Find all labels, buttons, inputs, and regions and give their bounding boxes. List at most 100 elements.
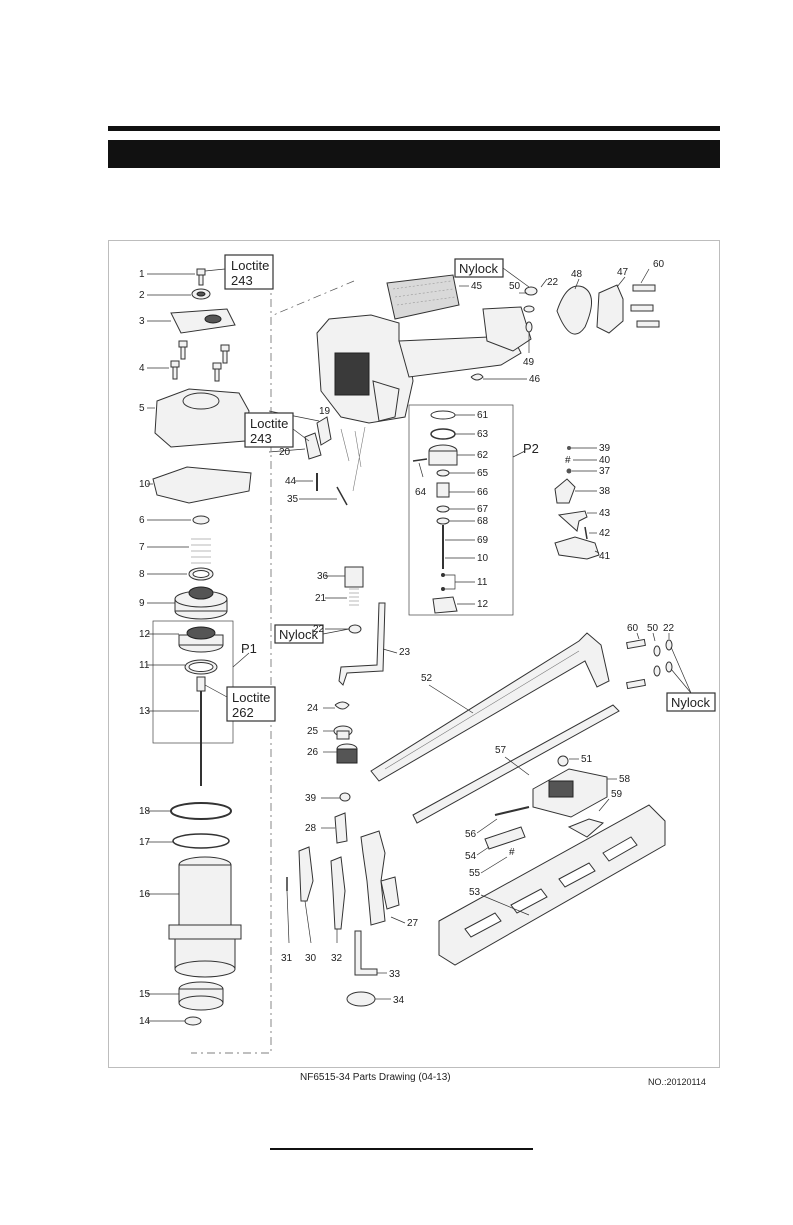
- group-label-p2: P2: [523, 441, 539, 456]
- part-numbers-p2: 61 63 62 65 64 66 67 68 69 10 11 12: [415, 410, 489, 610]
- part-number: 24: [307, 703, 319, 714]
- magazine-parts: #: [370, 632, 673, 966]
- part-number: 69: [477, 535, 489, 546]
- part-number: 43: [599, 508, 611, 519]
- svg-text:#: #: [565, 455, 571, 466]
- part-number: 26: [307, 747, 319, 758]
- p2-parts: [412, 410, 475, 614]
- nylock-top-label: Nylock: [459, 261, 499, 276]
- nylock-callout-right: Nylock: [666, 646, 716, 712]
- part-number: 56: [465, 829, 477, 840]
- part-number: 60: [653, 259, 665, 270]
- part-number: 19: [319, 406, 331, 417]
- right-small-parts: #: [554, 446, 600, 560]
- part-number: 52: [421, 673, 433, 684]
- nylock-right-label: Nylock: [671, 695, 711, 710]
- part-number: 44: [285, 476, 297, 487]
- part-number: 30: [305, 953, 317, 964]
- part-number: 22: [663, 623, 675, 634]
- part-number: 66: [477, 487, 489, 498]
- part-number: 28: [305, 823, 317, 834]
- part-number: 13: [139, 706, 151, 717]
- footer-rule: [270, 1148, 533, 1150]
- part-number: 45: [471, 281, 483, 292]
- part-number: 12: [477, 599, 489, 610]
- tool-body: [316, 306, 532, 492]
- loctite-262-line1: Loctite: [232, 690, 270, 705]
- part-number: 39: [305, 793, 317, 804]
- part-number: 23: [399, 647, 411, 658]
- part-number: 4: [139, 363, 145, 374]
- part-number: 47: [617, 267, 629, 278]
- part-number: 59: [611, 789, 623, 800]
- part-number: 48: [571, 269, 583, 280]
- part-number: 21: [315, 593, 327, 604]
- part-number: 60: [627, 623, 639, 634]
- loctite-callout-top: Loctite 243: [204, 254, 274, 290]
- loctite-callout-mid: Loctite 243: [244, 412, 310, 448]
- part-number: 3: [139, 316, 145, 327]
- part-number: 42: [599, 528, 611, 539]
- part-number: 31: [281, 953, 293, 964]
- nylock-mid-label: Nylock: [279, 627, 319, 642]
- part-number: 15: [139, 989, 151, 1000]
- part-number: 50: [647, 623, 659, 634]
- part-number: 7: [139, 542, 145, 553]
- part-number: 49: [523, 357, 535, 368]
- part-number: 22: [547, 277, 559, 288]
- part-number: 32: [331, 953, 343, 964]
- loctite-262-line2: 262: [232, 705, 254, 720]
- part-number: 14: [139, 1016, 151, 1027]
- part-number: 18: [139, 806, 151, 817]
- part-number: 41: [599, 551, 611, 562]
- nylock-callout-top: Nylock: [454, 258, 530, 288]
- axis-link: [270, 280, 355, 317]
- grip-part-45: [386, 274, 469, 320]
- part-number: 36: [317, 571, 329, 582]
- nylock-callout-mid: Nylock: [274, 624, 350, 644]
- part-number: 33: [389, 969, 401, 980]
- part-number: 64: [415, 487, 427, 498]
- group-label-p1: P1: [241, 641, 257, 656]
- part-number: 12: [139, 629, 151, 640]
- p1-group-box: [152, 620, 234, 744]
- left-axis-line: [191, 281, 272, 1054]
- part-number: 2: [139, 290, 145, 301]
- left-parts-column: [147, 268, 252, 1026]
- part-number: 50: [509, 281, 521, 292]
- loctite-243b-line1: Loctite: [250, 416, 288, 431]
- part-number: 54: [465, 851, 477, 862]
- loctite-callout-low: Loctite 262: [204, 684, 276, 722]
- part-number: 46: [529, 374, 541, 385]
- part-number: 38: [599, 486, 611, 497]
- part-number: 51: [581, 754, 593, 765]
- part-numbers-right-small: 39 40 37 38 43 42 41: [599, 443, 611, 562]
- part-number: 53: [469, 887, 481, 898]
- part-number: 34: [393, 995, 405, 1006]
- part-number: 63: [477, 429, 489, 440]
- part-number: 16: [139, 889, 151, 900]
- part-number: 40: [599, 455, 611, 466]
- part-number: 68: [477, 516, 489, 527]
- right-top-parts: [470, 268, 660, 381]
- part-number: 35: [287, 494, 299, 505]
- part-number: 20: [279, 447, 291, 458]
- loctite-243b-line2: 243: [250, 431, 272, 446]
- part-number: 27: [407, 918, 419, 929]
- parts-drawing: # #: [108, 240, 720, 1068]
- part-number: 37: [599, 466, 611, 477]
- part-number: 25: [307, 726, 319, 737]
- part-number: 6: [139, 515, 145, 526]
- document-number: NO.:20120114: [648, 1077, 706, 1087]
- part-number: 11: [477, 577, 488, 588]
- part-number: 65: [477, 468, 489, 479]
- part-number: 11: [139, 660, 150, 671]
- section-title-bar: [108, 140, 720, 168]
- part-number: 57: [495, 745, 507, 756]
- part-number: 9: [139, 598, 145, 609]
- part-number: 5: [139, 403, 145, 414]
- drawing-caption: NF6515-34 Parts Drawing (04-13): [300, 1072, 451, 1083]
- part-numbers-middle: 19 20 44 35 36 21 22 23 24 25 26 39 28 2…: [279, 406, 419, 1006]
- header-rule: [108, 126, 720, 131]
- part-number: 22: [313, 624, 325, 635]
